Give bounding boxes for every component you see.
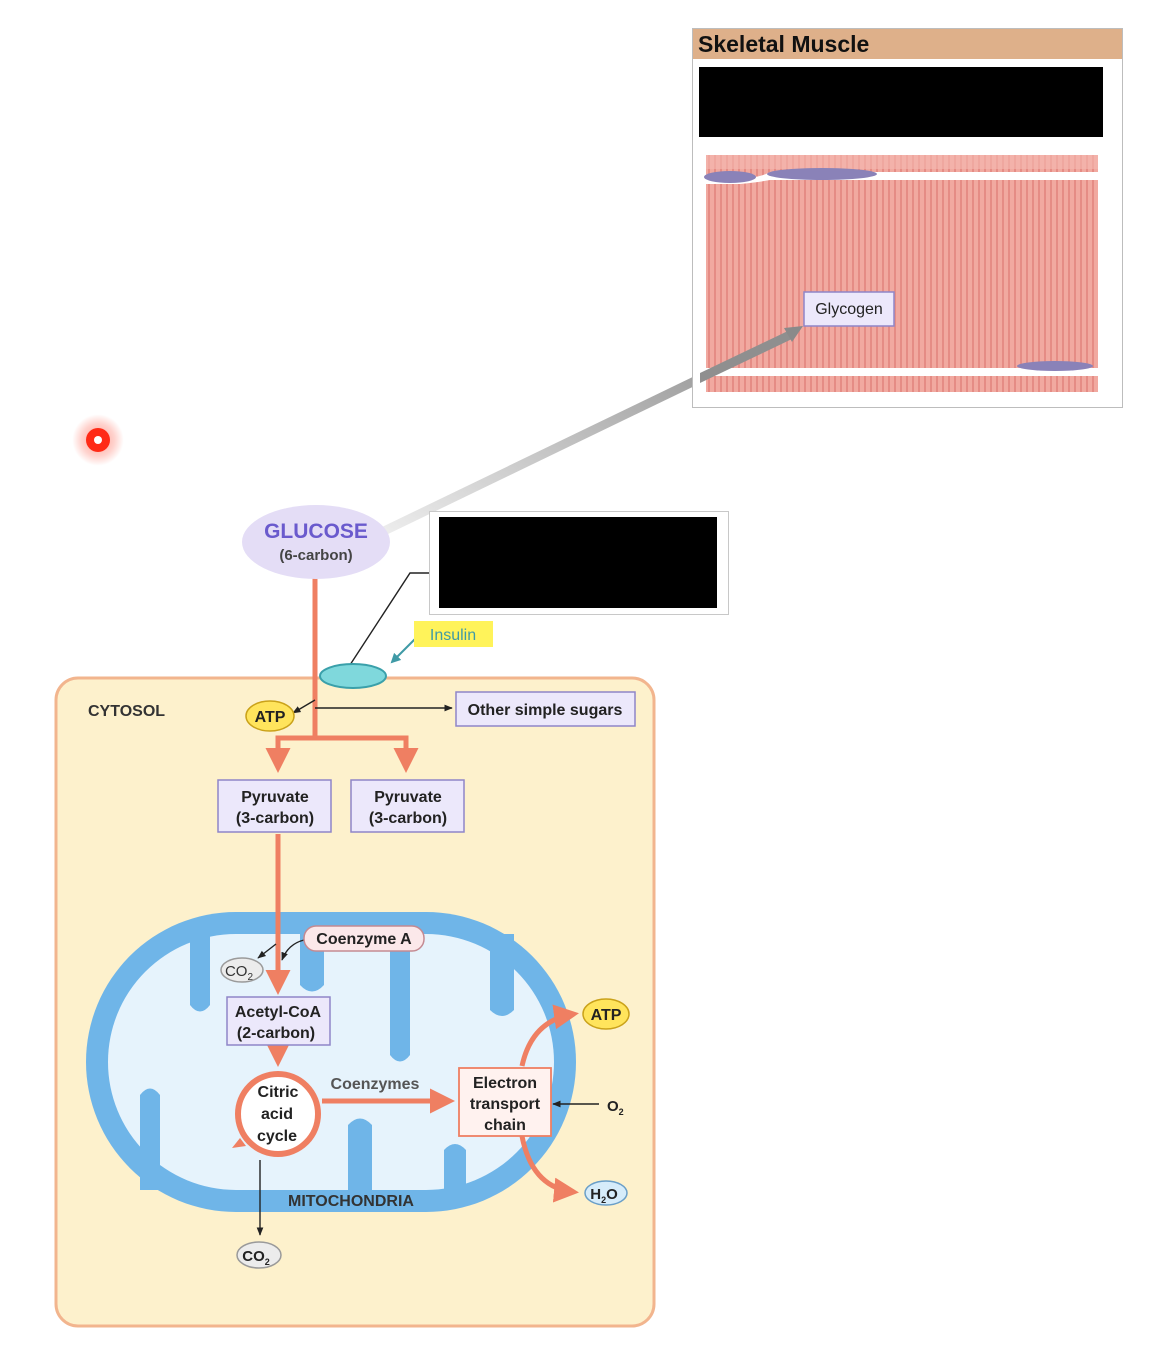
coenzymes-label: Coenzymes	[331, 1076, 420, 1093]
glycogen-arrow	[380, 330, 794, 536]
acetyl-coa-line1: Acetyl-CoA	[235, 1004, 322, 1021]
etc-box	[458, 1067, 552, 1137]
skeletal-muscle-panel: Skeletal Muscle	[692, 28, 1123, 408]
h2o-badge	[584, 1180, 628, 1206]
citric-line1: Citric	[258, 1084, 299, 1101]
o2-label: O2	[607, 1098, 624, 1117]
annotation-box	[429, 511, 729, 615]
citric-line3: cycle	[257, 1128, 297, 1145]
co2-inner-label: CO2	[225, 963, 254, 983]
other-sugars-label: Other simple sugars	[468, 702, 623, 719]
acetyl-coa-box	[226, 996, 331, 1046]
atp-mito-badge	[582, 998, 630, 1030]
citric-cycle-ring	[235, 1071, 321, 1157]
atp-cytosol-badge	[245, 700, 295, 732]
insulin-label: Insulin	[430, 627, 476, 644]
skeletal-muscle-title: Skeletal Muscle	[693, 29, 1122, 59]
co2-outer-label: CO2	[242, 1248, 270, 1267]
etc-line2: transport	[470, 1096, 541, 1113]
insulin-receptor	[319, 663, 387, 689]
citric-line2: acid	[261, 1106, 293, 1123]
mitochondrion	[86, 912, 576, 1212]
glucose-carbons: (6-carbon)	[279, 547, 352, 564]
pyruvate-right-box	[350, 779, 465, 833]
cytosol-label: CYTOSOL	[88, 703, 165, 720]
h2o-label: H2O	[590, 1186, 618, 1205]
pyruvate-left-line2: (3-carbon)	[236, 810, 314, 827]
etc-line3: chain	[484, 1117, 526, 1134]
minor-arrows	[256, 572, 599, 1236]
pyruvate-right-line1: Pyruvate	[374, 789, 442, 806]
other-sugars-box	[455, 691, 636, 727]
pyruvate-left-box	[217, 779, 332, 833]
cursor-indicator-icon	[72, 414, 124, 466]
atp-cytosol-label: ATP	[255, 709, 286, 726]
pyruvate-left-line1: Pyruvate	[241, 789, 309, 806]
glucose-label: GLUCOSE	[264, 520, 368, 543]
mitochondria-label: MITOCHONDRIA	[288, 1193, 414, 1210]
insulin-tag	[414, 621, 493, 647]
coenzyme-a-badge	[303, 925, 425, 952]
coenzyme-a-label: Coenzyme A	[316, 931, 412, 948]
pyruvate-right-line2: (3-carbon)	[369, 810, 447, 827]
pathway-lines	[265, 578, 579, 1203]
co2-outer-badge	[236, 1241, 282, 1269]
etc-line1: Electron	[473, 1075, 537, 1092]
redacted-block	[439, 517, 717, 608]
acetyl-coa-line2: (2-carbon)	[237, 1025, 315, 1042]
glucose-node	[242, 505, 390, 579]
redacted-block	[699, 67, 1103, 137]
atp-mito-label: ATP	[591, 1007, 622, 1024]
insulin-arrow	[390, 635, 419, 664]
co2-inner-badge	[220, 957, 264, 983]
